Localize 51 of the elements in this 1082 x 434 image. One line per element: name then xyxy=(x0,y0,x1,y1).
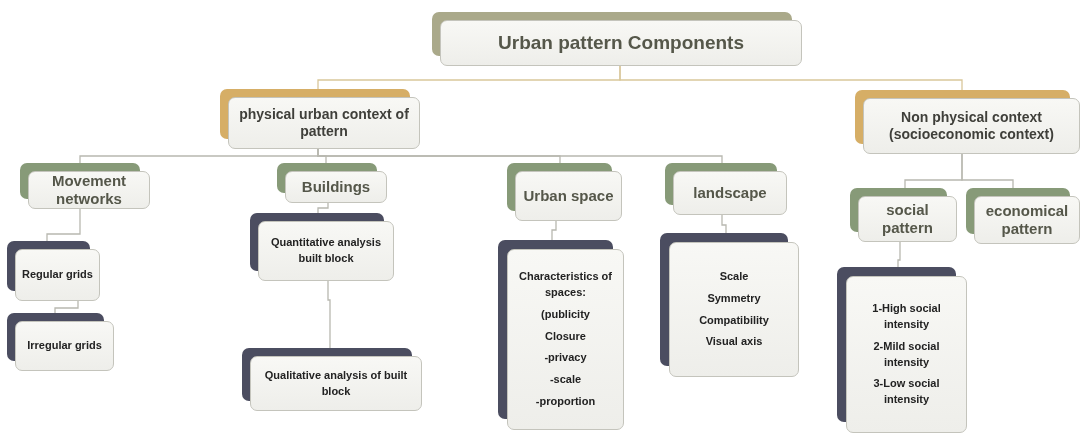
detail-box xyxy=(498,240,624,430)
connector-line xyxy=(54,300,79,314)
detail-box xyxy=(660,233,799,377)
box-label: Non physical context (socioeconomic context) xyxy=(888,108,1055,144)
connector-line xyxy=(551,220,557,241)
list-item: Visual axis xyxy=(705,334,763,350)
list-item: (publicity xyxy=(541,306,590,322)
list-item: Compatibility xyxy=(699,312,769,328)
box-label: Urban pattern Components xyxy=(498,31,744,55)
category-box xyxy=(220,89,420,149)
connector-line xyxy=(619,65,963,91)
connector-line xyxy=(897,241,901,268)
detail-box xyxy=(7,313,114,371)
subcategory-box xyxy=(507,163,622,221)
list-item: 3-Low social intensity xyxy=(872,376,941,408)
list-item: -scale xyxy=(549,372,582,388)
box-label: Urban space xyxy=(523,187,614,205)
box-label: economical pattern xyxy=(984,202,1070,238)
list-item: 2-Mild social intensity xyxy=(872,338,941,370)
subcategory-box xyxy=(966,188,1080,244)
connector-line xyxy=(721,214,727,234)
list-item: 1-High social intensity xyxy=(871,300,942,332)
category-box xyxy=(855,90,1080,154)
connector-line xyxy=(327,280,331,349)
detail-box xyxy=(242,348,422,411)
detail-box xyxy=(837,267,967,433)
box-label: Regular grids xyxy=(22,267,93,283)
list-item: Closure xyxy=(545,328,586,344)
title-box xyxy=(432,12,802,66)
box-label: physical urban context of pattern xyxy=(238,105,410,141)
box-label: Quantitative analysis built block xyxy=(269,235,382,266)
box-label: Irregular grids xyxy=(27,338,102,354)
list-item: Characteristics of spaces: xyxy=(518,268,613,300)
list-item: -proportion xyxy=(535,394,596,410)
subcategory-box xyxy=(20,163,150,209)
subcategory-box xyxy=(665,163,787,215)
subcategory-box xyxy=(277,163,387,203)
box-label: Movement networks xyxy=(50,172,128,208)
list-item: -privacy xyxy=(544,350,587,366)
connector-line xyxy=(317,202,329,214)
box-label: Buildings xyxy=(301,178,371,196)
box-label: social pattern xyxy=(881,201,934,237)
box-label: landscape xyxy=(693,184,767,202)
connector-line xyxy=(961,153,1014,189)
list-item: Symmetry xyxy=(707,290,761,306)
subcategory-box xyxy=(850,188,957,242)
box-label: Qualitative analysis of built block xyxy=(263,367,409,399)
list-item: Scale xyxy=(719,268,749,284)
detail-box xyxy=(250,213,394,281)
detail-box xyxy=(7,241,100,301)
connector-line xyxy=(46,208,81,242)
